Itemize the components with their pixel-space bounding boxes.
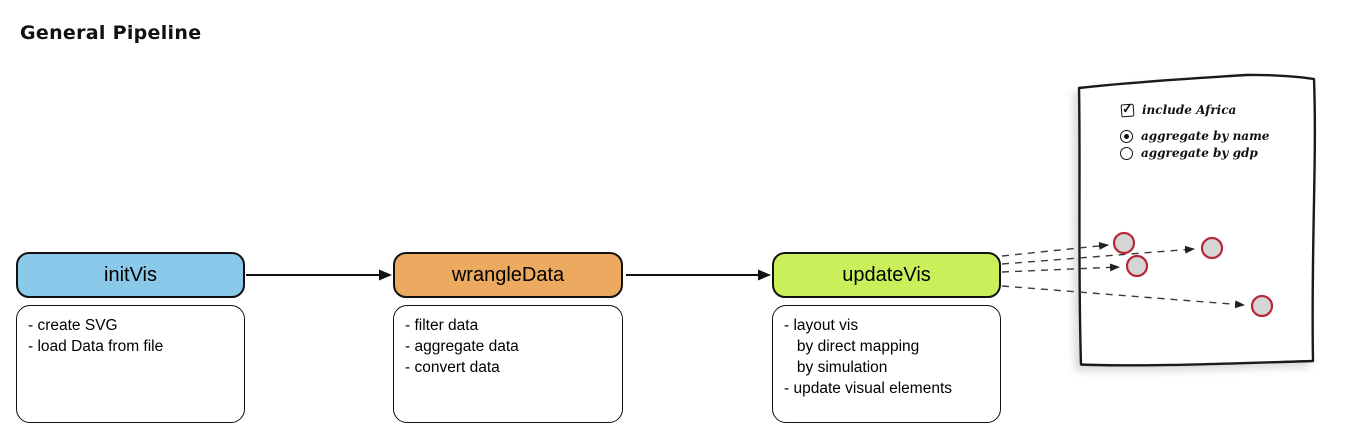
stage-updatevis: updateVis - layout vis by direct mapping… [772,252,1001,423]
data-point-circle-4 [1250,294,1274,318]
include-africa-row: ✓ include Africa [1120,100,1237,117]
desc-item: by simulation [784,359,888,376]
include-africa-label[interactable]: include Africa [1142,103,1237,117]
desc-item: - update visual elements [784,380,953,397]
sketch-panel-outline [1077,73,1317,367]
stage-wrangledata-header[interactable]: wrangleData [393,252,623,298]
aggregate-by-name-row: aggregate by name [1120,129,1269,143]
aggregate-by-gdp-row: aggregate by gdp [1120,146,1258,160]
aggregate-by-name-label[interactable]: aggregate by name [1141,129,1270,143]
desc-item: - aggregate data [405,338,519,355]
mapping-link-3 [1001,263,1120,273]
checkmark-icon: ✓ [1121,100,1134,116]
data-point-circle-3 [1200,236,1224,260]
mapping-link-1 [1001,241,1109,257]
include-africa-checkbox[interactable]: ✓ [1120,100,1135,117]
stage-wrangledata-details: - filter data - aggregate data - convert… [393,305,623,423]
stage-updatevis-header[interactable]: updateVis [772,252,1001,298]
desc-item: - load Data from file [28,338,164,355]
mapping-link-2 [1001,245,1195,265]
mapping-link-4 [1001,285,1245,309]
stage-wrangledata: wrangleData - filter data - aggregate da… [393,252,623,423]
stage-updatevis-details: - layout vis by direct mapping by simula… [772,305,1001,423]
page-title: General Pipeline [20,22,202,44]
stage-initvis: initVis - create SVG - load Data from fi… [16,252,245,423]
aggregate-by-gdp-label[interactable]: aggregate by gdp [1141,146,1258,160]
aggregate-by-name-radio[interactable] [1120,129,1133,143]
stage-initvis-header[interactable]: initVis [16,252,245,298]
radio-selected-dot [1124,133,1129,139]
desc-item: - convert data [405,359,500,376]
aggregate-by-gdp-radio[interactable] [1120,146,1133,160]
desc-item: - layout vis [784,317,859,334]
data-point-circle-2 [1125,254,1149,278]
desc-item: - filter data [405,317,479,334]
desc-item: - create SVG [28,317,118,334]
data-point-circle-1 [1112,231,1136,255]
desc-item: by direct mapping [784,338,920,355]
stage-initvis-details: - create SVG - load Data from file [16,305,245,423]
